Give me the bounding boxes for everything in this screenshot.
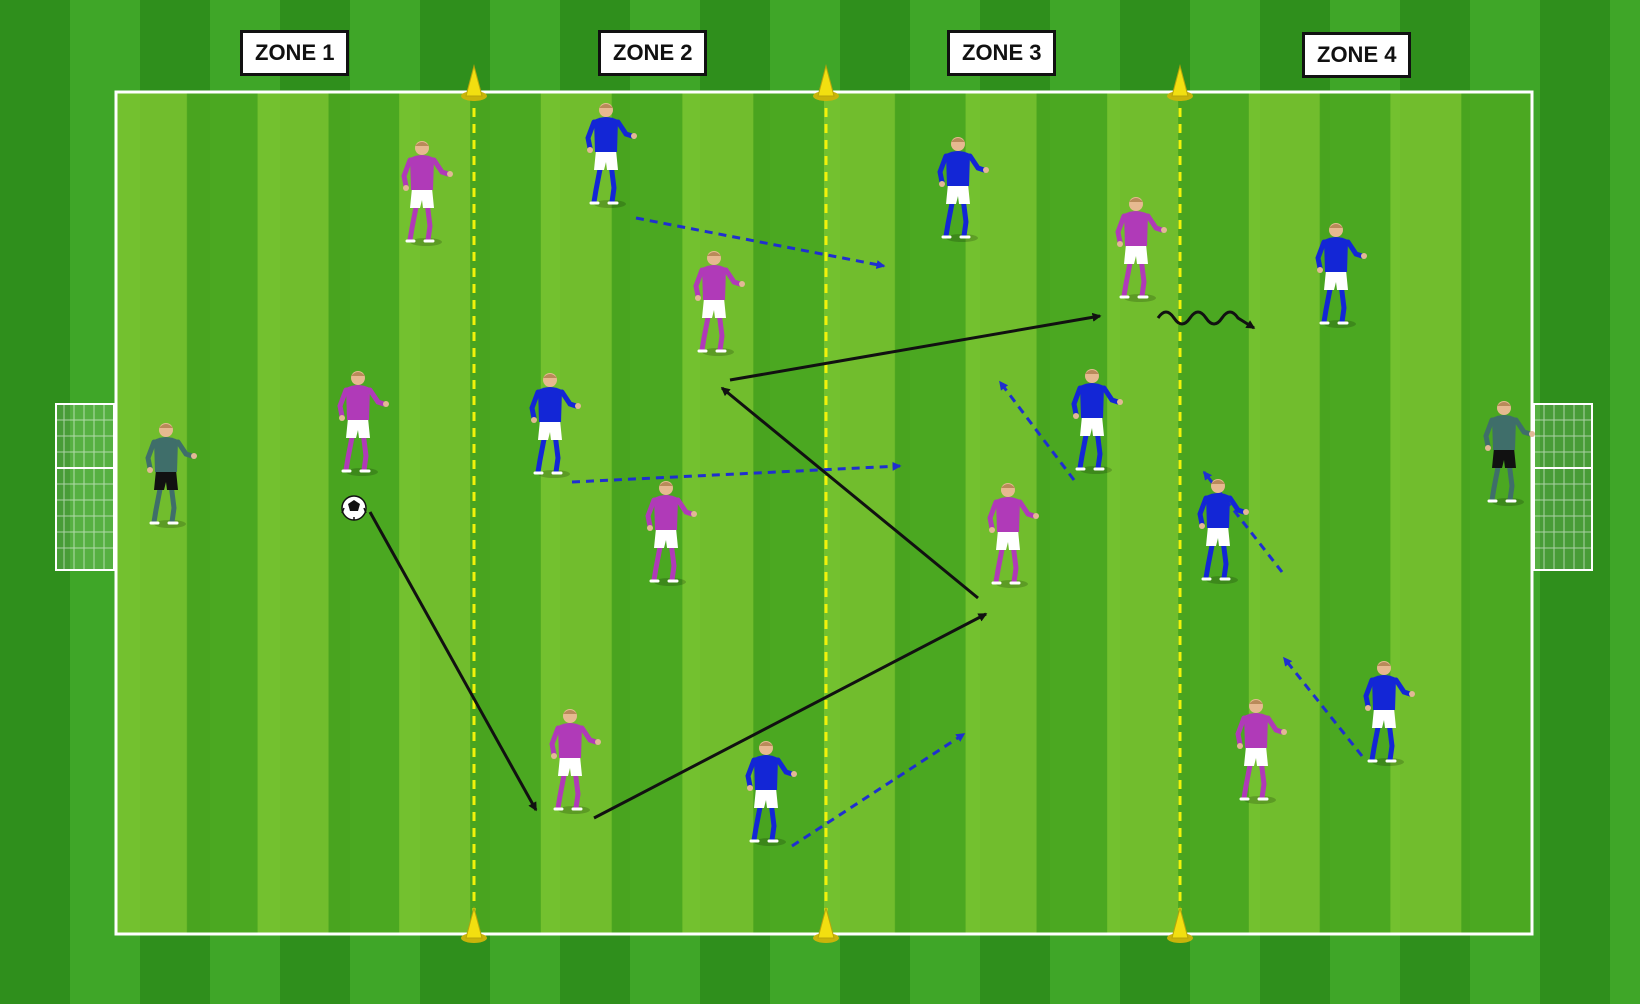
blue-player bbox=[1071, 369, 1123, 474]
zone-label-2: ZONE 2 bbox=[598, 30, 708, 76]
cone-icon bbox=[813, 906, 839, 943]
zone-label-4: ZONE 4 bbox=[1302, 32, 1412, 78]
dribble-arrow bbox=[1156, 310, 1256, 330]
purple-player bbox=[645, 481, 697, 586]
cone-icon bbox=[461, 906, 487, 943]
pass-arrows bbox=[368, 312, 1102, 820]
blue-player bbox=[1315, 223, 1367, 328]
run-arrow bbox=[791, 732, 966, 848]
run-arrow bbox=[571, 461, 902, 484]
goalkeeper bbox=[145, 423, 197, 528]
pass-arrow bbox=[729, 312, 1102, 382]
cone-icon bbox=[1167, 64, 1193, 101]
run-arrows bbox=[571, 216, 1364, 848]
blue-player bbox=[529, 373, 581, 478]
zone-label-3: ZONE 3 bbox=[947, 30, 1057, 76]
cone-icon bbox=[461, 64, 487, 101]
zone-dividers bbox=[472, 92, 1182, 934]
blue-player bbox=[937, 137, 989, 242]
purple-player bbox=[1235, 699, 1287, 804]
purple-player bbox=[549, 709, 601, 814]
pass-arrow bbox=[593, 612, 988, 820]
run-arrow bbox=[635, 216, 886, 269]
cone-icon bbox=[813, 64, 839, 101]
right-goal bbox=[1533, 403, 1593, 571]
cone-icon bbox=[1167, 906, 1193, 943]
blue-player bbox=[1197, 479, 1249, 584]
cones bbox=[461, 64, 1193, 943]
purple-player bbox=[337, 371, 389, 476]
blue-player bbox=[1363, 661, 1415, 766]
run-arrow bbox=[998, 380, 1076, 481]
run-arrow bbox=[1282, 656, 1364, 757]
goalkeeper bbox=[1483, 401, 1535, 506]
pass-arrow bbox=[368, 511, 538, 812]
pass-arrow bbox=[720, 386, 979, 600]
field-stripes bbox=[116, 92, 1533, 934]
purple-player bbox=[987, 483, 1039, 588]
players bbox=[145, 103, 1535, 846]
blue-player bbox=[745, 741, 797, 846]
purple-player bbox=[1115, 197, 1167, 302]
purple-player bbox=[401, 141, 453, 246]
purple-player bbox=[693, 251, 745, 356]
soccer-ball-icon bbox=[341, 495, 367, 521]
blue-player bbox=[585, 103, 637, 208]
left-goal bbox=[55, 403, 115, 571]
zone-label-1: ZONE 1 bbox=[240, 30, 350, 76]
